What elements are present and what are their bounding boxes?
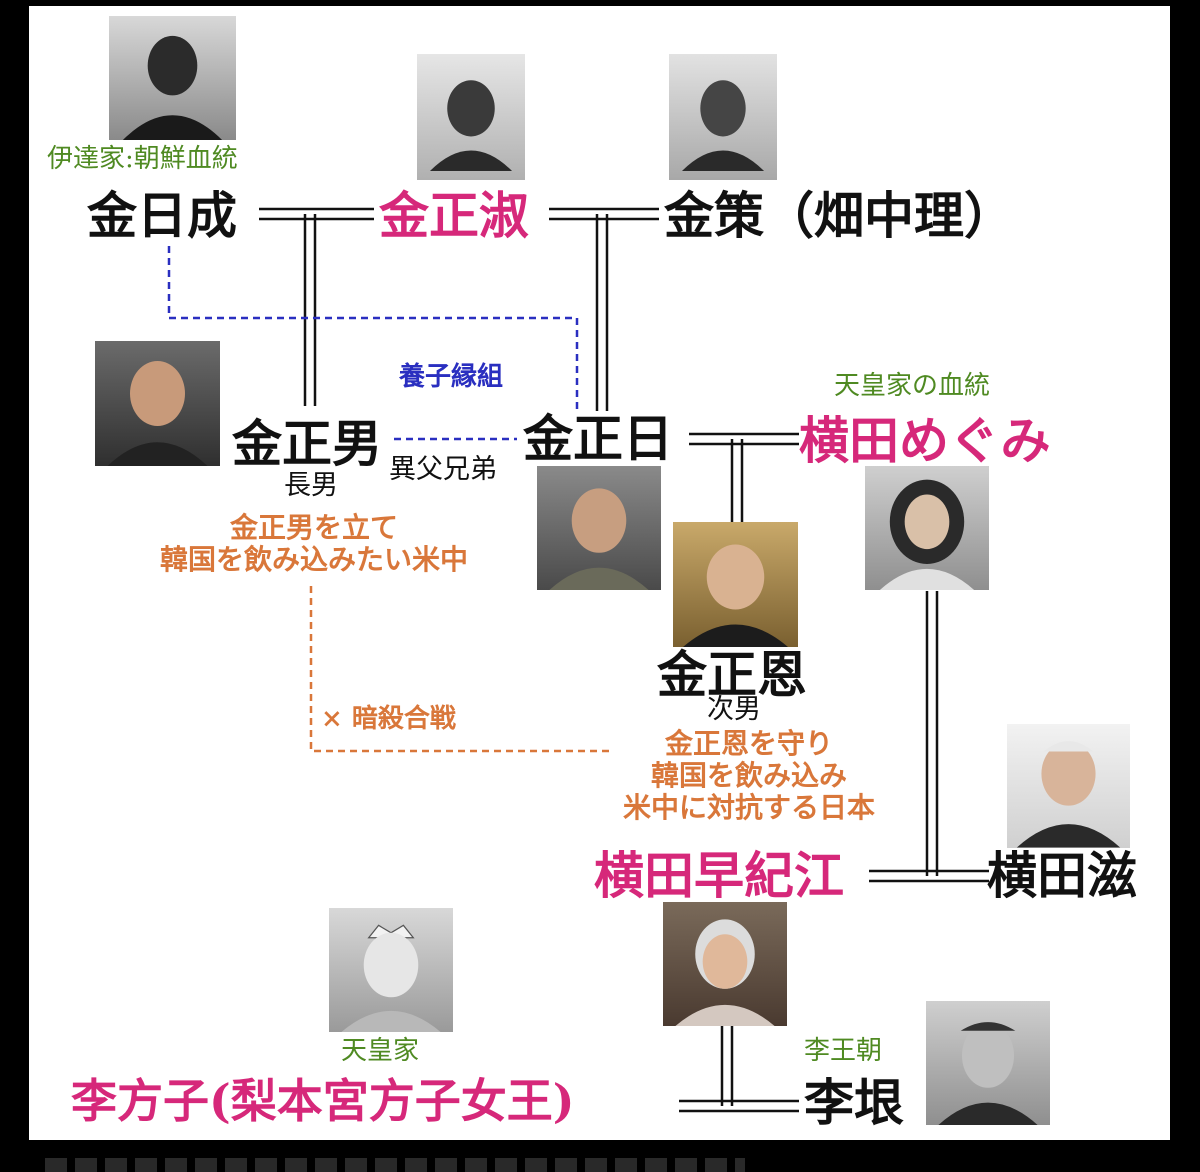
person-silhouette-icon [122,35,223,140]
label-second-son: 次男 [707,694,761,725]
parent-line-megumi [869,591,989,883]
adoption-line [167,246,579,411]
portrait-yokota-shigeru [1007,724,1130,848]
person-silhouette-icon [675,919,775,1026]
person-silhouette-icon [429,80,513,171]
person-silhouette-icon [879,479,975,590]
portrait-kim-jong-il [537,466,661,590]
note-japan: 金正恩を守り 韓国を飲み込み 米中に対抗する日本 [589,728,909,824]
label-eldest-son: 長男 [284,470,338,501]
note-japan-line1: 金正恩を守り [664,727,833,760]
label-yi-dynasty: 李王朝 [804,1036,883,1066]
marriage-line-kimjongsuk-kimchaek [549,207,659,411]
marriage-line-kimjongil-megumi [689,432,799,526]
name-yokota-megumi: 横田めぐみ [799,411,1051,470]
blurred-footer-text [45,1158,745,1172]
name-kim-jong-nam: 金正男 [232,414,382,473]
note-us-china-line1: 金正男を立て [229,511,398,544]
label-adoption: 養子縁組 [399,362,504,392]
assassination-line [309,586,609,753]
name-kim-chaek: 金策（畑中理） [664,186,1014,245]
person-silhouette-icon [1016,741,1121,848]
label-half-brothers: 異父兄弟 [389,454,497,485]
portrait-kim-jong-nam [95,341,220,466]
person-silhouette-icon [549,488,649,590]
portrait-kim-jong-suk [417,54,525,180]
label-imperial-family: 天皇家 [341,1036,420,1066]
note-us-china-line2: 韓国を飲み込みたい米中 [159,543,468,576]
name-yi-un: 李垠 [804,1073,904,1132]
person-silhouette-icon [938,1022,1038,1125]
connection-lines [167,207,989,1113]
note-us-china: 金正男を立て 韓国を飲み込みたい米中 [139,512,489,576]
name-kim-jong-suk: 金正淑 [379,186,529,245]
label-imperial-blood: 天皇家の血統 [834,371,991,401]
portrait-kim-chaek [669,54,777,180]
name-yi-bangja: 李方子(梨本宮方子女王) [71,1074,575,1128]
note-japan-line3: 米中に対抗する日本 [622,791,875,824]
portrait-kim-jong-un [673,522,798,647]
name-kim-jong-un: 金正恩 [657,645,807,704]
person-silhouette-icon [683,544,788,647]
note-japan-line2: 韓国を飲み込み [650,759,847,792]
family-diagram: 金日成 金正淑 金策（畑中理） 金正男 金正日 横田めぐみ 金正恩 横田早紀江 … [29,6,1170,1140]
person-silhouette-icon [341,924,441,1032]
portrait-yi-bangja [329,908,453,1032]
name-yokota-sakie: 横田早紀江 [594,846,844,905]
portrait-yokota-sakie [663,902,787,1026]
name-kim-il-sung: 金日成 [87,186,237,245]
person-silhouette-icon [107,361,208,466]
portrait-yi-un [926,1001,1050,1125]
portrait-kim-il-sung [109,16,236,140]
portrait-yokota-megumi [865,466,989,590]
label-assassination-war: × 暗殺合戦 [321,704,456,734]
person-silhouette-icon [681,80,765,171]
name-kim-jong-il: 金正日 [523,409,673,468]
marriage-line-kimilsung-kimjongsuk [259,207,374,406]
label-date-family: 伊達家:朝鮮血統 [47,144,238,174]
name-yokota-shigeru: 横田滋 [987,846,1137,905]
parent-line-sakie [679,1026,799,1113]
